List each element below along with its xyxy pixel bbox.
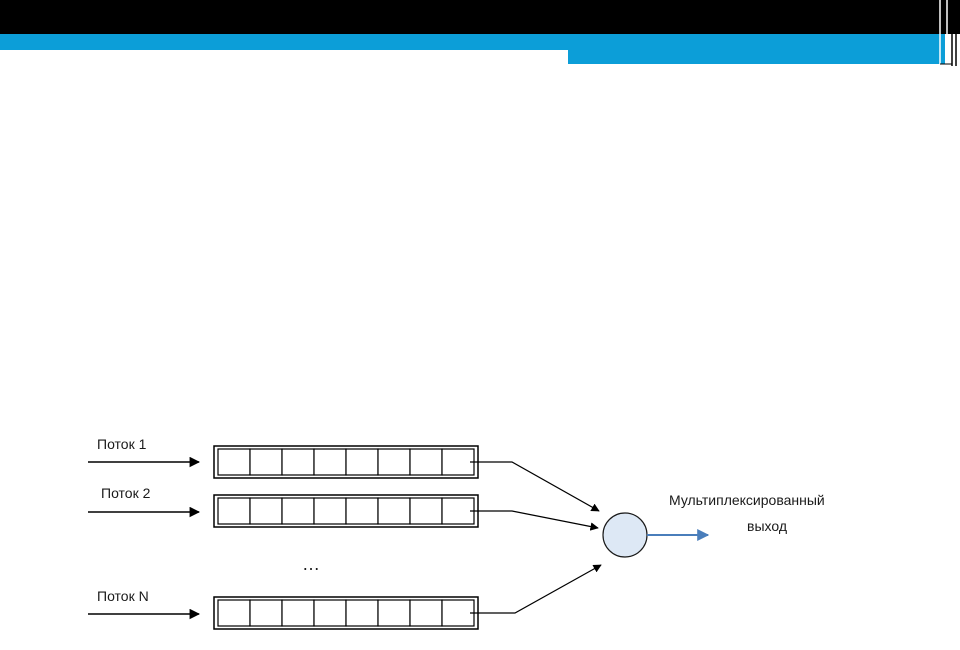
queue-cell [409,448,443,476]
stream-n: Поток N [88,564,602,630]
corner-frame-lines [939,0,957,66]
queue-cell [409,497,443,525]
multiplexer-node [602,512,648,558]
queue-cell [377,599,411,627]
queue-cell [313,599,347,627]
stream-label: Поток 1 [97,436,147,452]
queue-cell [217,448,251,476]
queue-cell [249,599,283,627]
output-label-line1: Мультиплексированный [669,492,825,508]
queue-cell [249,448,283,476]
stream-1: Поток 1 [88,436,600,512]
queue-cell [377,448,411,476]
queue-cell [441,448,475,476]
header-black-band [0,0,960,34]
queue-buffer [213,596,479,630]
stream-2: Поток 2 [88,485,599,531]
queue-cell [409,599,443,627]
queue-cell [345,599,379,627]
queue-cell [217,497,251,525]
stream-label: Поток N [97,588,149,604]
queue-cell [377,497,411,525]
queue-cell [345,497,379,525]
queue-cell [249,497,283,525]
queue-buffer [213,494,479,528]
queue-cell [281,599,315,627]
queue-cell [281,497,315,525]
queue-to-mux-arrow [470,461,600,512]
queue-cell [313,448,347,476]
header-blue-band [0,34,945,50]
queue-buffer [213,445,479,479]
header-blue-tab [568,50,945,64]
queue-cell [313,497,347,525]
queue-cell [441,497,475,525]
queue-cell [281,448,315,476]
queue-cell [441,599,475,627]
queue-to-mux-arrow [470,564,602,614]
queue-cell [217,599,251,627]
output-label-line2: выход [747,518,787,534]
queue-cell [345,448,379,476]
stream-label: Поток 2 [101,485,151,501]
queue-to-mux-arrow [470,510,599,531]
ellipsis: … [302,554,320,574]
